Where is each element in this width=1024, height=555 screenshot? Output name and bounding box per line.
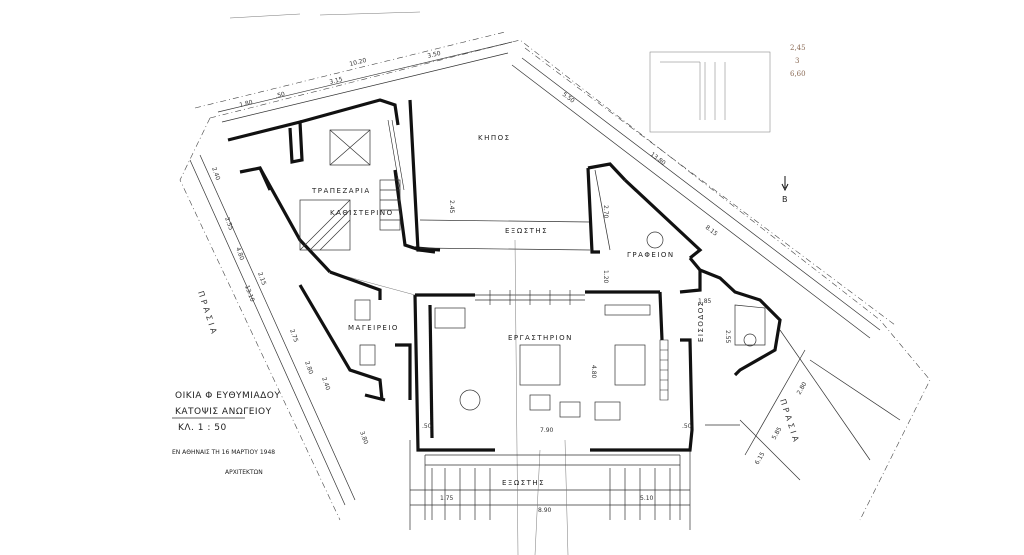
room-label-entrance: ΕΙΣΟΔΟΣ: [697, 300, 705, 342]
dim-bot-b: 5.10: [640, 495, 654, 502]
pencil-note-1: 2,45: [790, 44, 806, 52]
signature-label: ΑΡΧΙΤΕΚΤΩΝ: [225, 469, 263, 476]
dimension-lines: [189, 41, 881, 530]
dim-work-a: 4.80: [590, 365, 597, 379]
room-label-dining: ΤΡΑΠΕΖΑΡΙΑ: [311, 187, 371, 195]
dim-left-c: 4.80: [234, 246, 245, 261]
dim-bot-total: 8.90: [538, 507, 552, 514]
title-line-2: ΚΑΤΟΨΙΣ ΑΝΩΓΕΙΟΥ: [175, 407, 272, 417]
bottom-veranda: [424, 454, 681, 520]
dim-right-b: 13.80: [649, 151, 667, 167]
title-line-3: ΚΛ. 1 : 50: [178, 423, 227, 433]
dim-right-a: 5.50: [561, 91, 576, 105]
dim-mid-b: 2.70: [602, 205, 609, 219]
room-label-garden: ΚΗΠΟΣ: [478, 134, 511, 142]
dim-left-b: 2.55: [223, 216, 234, 231]
dim-top-c: 3.15: [329, 76, 344, 86]
pencil-note-2: 3: [795, 57, 799, 65]
room-label-workshop: ΕΡΓΑΣΤΗΡΙΟΝ: [508, 334, 573, 342]
north-label: B: [782, 195, 788, 204]
dim-work-l: .50: [422, 423, 432, 430]
room-label-veranda-top: ΕΞΩΣΤΗΣ: [505, 227, 548, 235]
room-label-living: ΚΑΘΙΣΤΕΡΙΝΟ: [330, 209, 394, 217]
dim-right-d: 2.80: [796, 381, 809, 396]
right-street-lines: [705, 329, 901, 481]
pencil-note-3: 6,60: [790, 70, 806, 78]
dim-work-r: .50: [682, 423, 692, 430]
dim-mid-a: 2.45: [448, 200, 455, 214]
dim-left-g: 2.80: [303, 360, 314, 375]
dim-left-h: 2.40: [320, 376, 331, 391]
kitchen-walls: [298, 270, 412, 402]
dim-mid-c: 1.20: [602, 270, 609, 284]
dim-mid-e: 2.55: [724, 330, 731, 344]
north-arrow: B: [781, 176, 789, 204]
dim-top-a: 1.80: [239, 99, 254, 109]
dim-bot-a: 1.75: [440, 495, 454, 502]
dim-left-a: 2.40: [210, 166, 221, 181]
street-label-right: ΠΡΑΣΙΑ: [778, 398, 801, 446]
dim-left-e: 2.15: [256, 271, 267, 286]
room-label-office: ΓΡΑΦΕΙΟΝ: [627, 251, 675, 259]
room-label-kitchen: ΜΑΓΕΙΡΕΙΟ: [348, 324, 399, 332]
workshop-walls: [329, 239, 675, 555]
title-block: ΟΙΚΙΑ Φ ΕΥΘΥΜΙΑΔΟΥ ΚΑΤΟΨΙΣ ΑΝΩΓΕΙΟΥ ΚΛ. …: [172, 391, 280, 476]
paper-marks: [229, 11, 771, 133]
dim-right-e: 5.85: [771, 426, 784, 441]
dim-left-f: 2.75: [288, 328, 299, 343]
room-label-veranda-bottom: ΕΞΩΣΤΗΣ: [502, 479, 545, 487]
dim-top-b: .50: [275, 91, 286, 100]
property-boundary: [179, 31, 931, 521]
street-label-left: ΠΡΑΣΙΑ: [196, 290, 219, 338]
dim-top-total: 10.20: [349, 57, 368, 68]
title-line-1: ΟΙΚΙΑ Φ ΕΥΘΥΜΙΑΔΟΥ: [175, 391, 280, 401]
dim-left-i: 3.80: [358, 430, 369, 445]
dim-right-f: 6.15: [754, 451, 767, 466]
dim-work-w: 7.90: [540, 427, 554, 434]
dim-mid-d: 1.85: [698, 298, 712, 305]
office-entrance-walls: [659, 256, 782, 452]
place-date: ΕΝ ΑΘΗΝΑΙΣ ΤΗ 16 ΜΑΡΤΙΟΥ 1948: [172, 449, 275, 456]
dim-left-d: 13.10: [243, 284, 256, 303]
dim-top-d: 3.50: [427, 50, 442, 60]
dim-right-c: 8.15: [704, 224, 719, 238]
garden-walls: [414, 162, 703, 260]
upper-wing-walls: [227, 98, 436, 274]
